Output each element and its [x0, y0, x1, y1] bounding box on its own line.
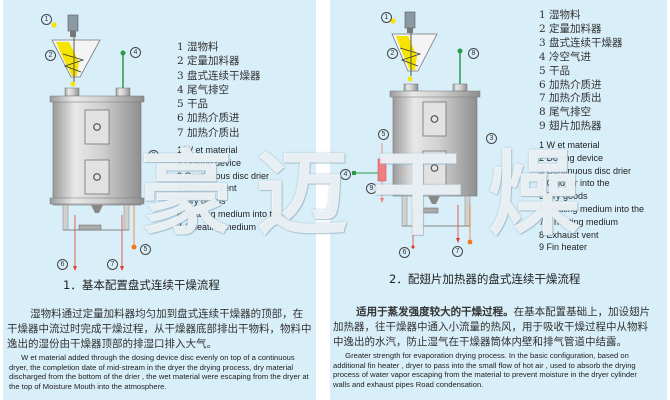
callout-2: 2 [387, 48, 398, 59]
diagram-caption: 1．基本配置盘式连续干燥流程 [63, 278, 220, 292]
panel-fin-heater-configuration: 1 2 3 4 5 6 7 8 9 1 湿物料 2 定量加料器 3 盘式连续干燥… [330, 0, 667, 400]
callout-1: 1 [41, 14, 52, 25]
legend-item: 5 干品 [177, 98, 209, 111]
dryer-diagram-basic [49, 14, 145, 271]
callout-5: 5 [140, 244, 151, 255]
legend-item: 6 加热介质进 [177, 112, 240, 125]
legend-item: 3 Continuous disc drier [177, 170, 270, 181]
legend-item: 6 加热介质进 [539, 78, 602, 91]
legend-chinese: 1 湿物料 2 定量加料器 3 盘式连续干燥器 4 尾气排空 5 干品 6 加热… [177, 40, 261, 140]
legend-item: 3 盘式连续干燥器 [177, 69, 261, 82]
description-highlight: 适用于蒸发强度较大的干燥过程。 [356, 306, 514, 318]
legend-item: 2 Dosing device [539, 152, 604, 163]
dryer-diagram-fin-heater [352, 11, 481, 249]
legend-item: 5 Dry goods [539, 191, 588, 202]
legend-item: 7 加热介质出 [177, 126, 240, 139]
description-chinese: 适用于蒸发强度较大的干燥过程。在基本配置基础上，加设翅片加热器，往干燥器中通入小… [333, 305, 651, 350]
panel-basic-configuration: 1 2 3 4 5 6 7 1 湿物料 2 定量加料器 3 盘式连续干燥器 4 … [3, 0, 316, 400]
legend-item: 1 湿物料 [177, 41, 219, 53]
legend-item: 1 湿物料 [539, 9, 581, 21]
legend-item: 3 盘式连续干燥器 [539, 36, 623, 49]
legend-english: 1 W et material 2 Dosing device 3 Contin… [177, 144, 282, 234]
legend-item: 4 Exhaust vent [177, 183, 237, 194]
legend-item: 7 加热介质出 [539, 92, 602, 105]
callout-1: 1 [381, 12, 392, 23]
legend-item: 1 W et material [177, 145, 238, 155]
callout-3: 3 [486, 133, 497, 144]
legend-english: 1 W et material 2 Dosing device 3 Contin… [539, 139, 644, 254]
callout-7: 7 [452, 246, 463, 257]
diagram-caption: 2．配翅片加热器的盘式连续干燥流程 [389, 272, 581, 286]
callout-4: 4 [130, 47, 141, 58]
legend-item: 9 翅片加热器 [539, 120, 602, 133]
description-body: 在基本配置基础上，加设翅片加热器，往干燥器中通入小流量的热风，用于吸收干燥过程中… [333, 306, 651, 348]
legend-chinese: 1 湿物料 2 定量加料器 3 盘式连续干燥器 4 冷空气进 5 干品 6 加热… [539, 9, 623, 134]
callout-6: 6 [399, 247, 410, 258]
callout-3: 3 [148, 150, 159, 161]
legend-item: 9 Fin heater [539, 242, 588, 253]
callout-2: 2 [45, 50, 56, 61]
callout-4: 4 [340, 169, 351, 180]
legend-item: 8 Exhaust vent [539, 229, 599, 240]
legend-item: 8 尾气排空 [539, 106, 592, 119]
description-chinese: 湿物料通过定量加料器均匀加到盘式连续干燥器的顶部，在干燥器中流过时完成干燥过程，… [7, 308, 312, 350]
legend-item: 1 W et material [539, 140, 600, 150]
legend-item: 5 Dry goods [177, 196, 226, 207]
description-english: Greater strength for evaporation drying … [333, 351, 637, 389]
legend-item: 2 Dosing device [177, 157, 242, 168]
legend-item: 7 A heating medium [539, 216, 619, 227]
legend-item: 6 Heating medium into the [539, 203, 645, 214]
legend-item: 4 尾气排空 [177, 83, 230, 96]
callout-6: 6 [57, 259, 68, 270]
description-english: W et material added through the dosing d… [9, 353, 309, 391]
legend-item: 2 定量加料器 [539, 22, 602, 35]
legend-item: 3 Continuous disc drier [539, 165, 632, 176]
legend-item: 4 Cold air into the [539, 178, 610, 189]
callout-9: 9 [366, 183, 377, 194]
callout-5: 5 [378, 129, 389, 140]
legend-item: 4 冷空气进 [539, 50, 592, 63]
legend-item: 2 定量加料器 [177, 55, 240, 68]
callout-7: 7 [107, 259, 118, 270]
legend-item: 7 A heating medium [177, 221, 257, 232]
legend-item: 5 干品 [539, 64, 571, 77]
callout-8: 8 [468, 48, 479, 59]
legend-item: 6 Heating medium into the [177, 208, 283, 219]
